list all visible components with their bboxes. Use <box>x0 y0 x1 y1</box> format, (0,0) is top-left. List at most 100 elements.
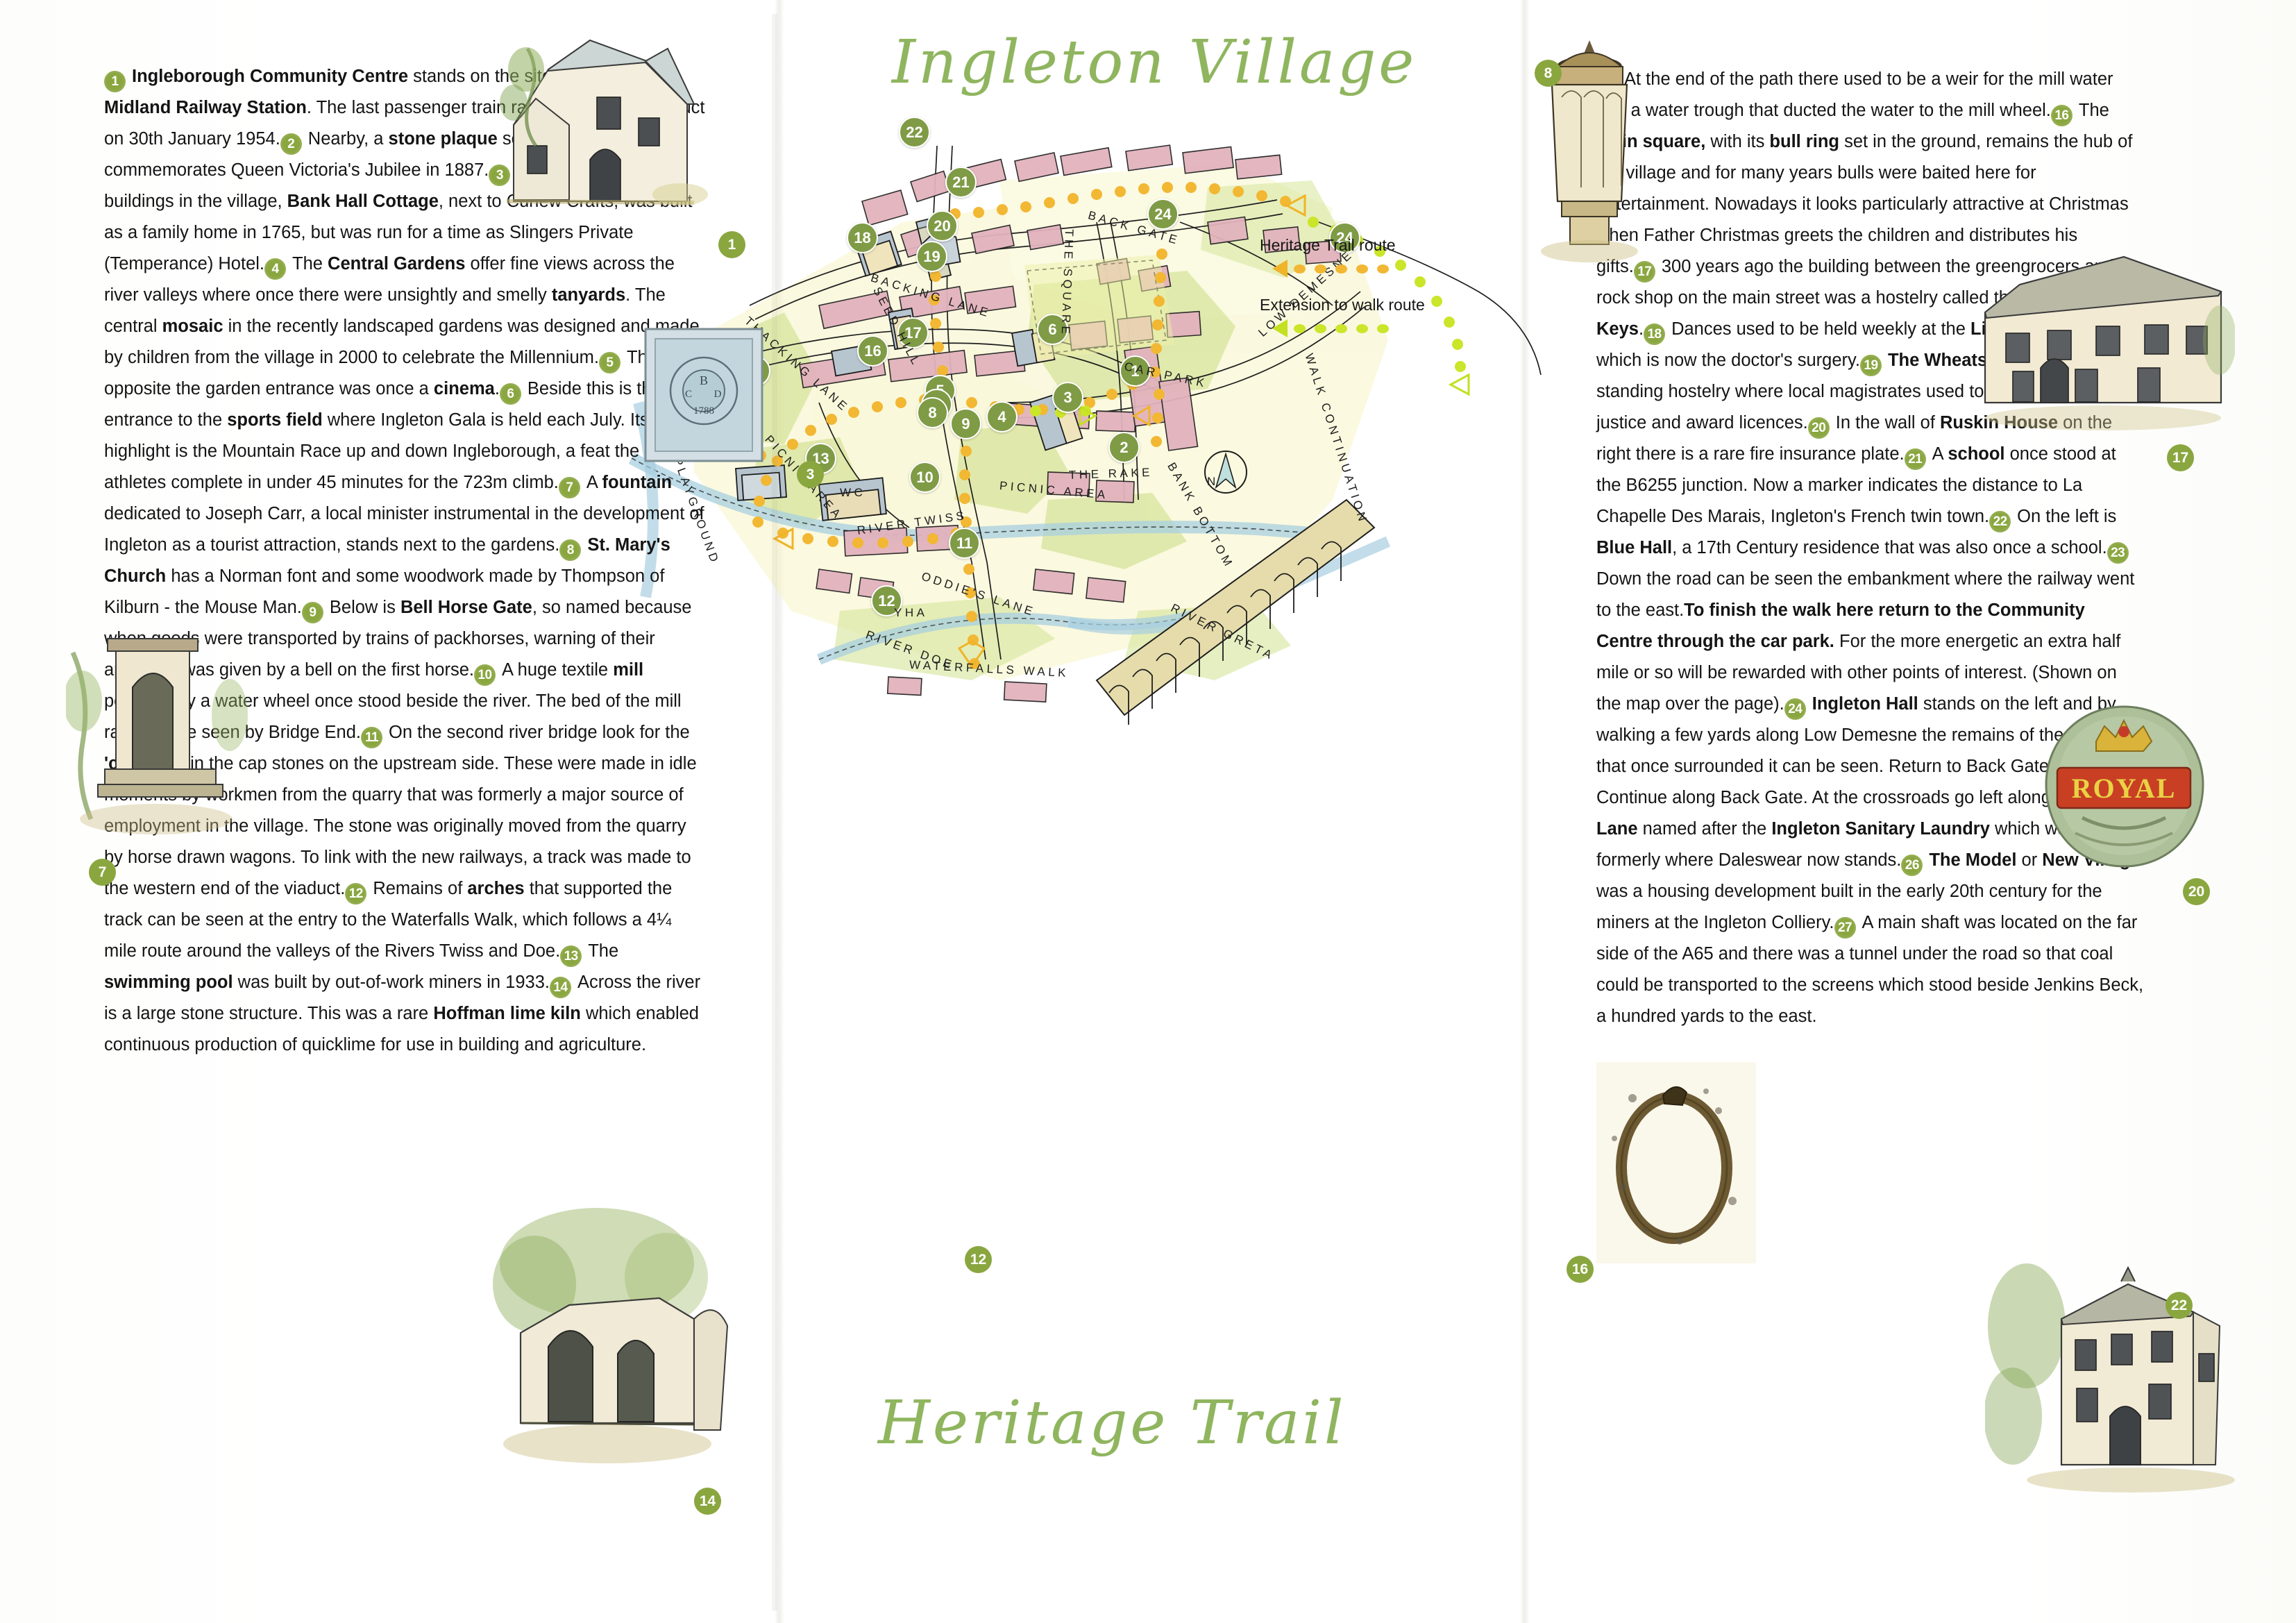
map-pin-11[interactable]: 11 <box>949 528 980 559</box>
svg-text:D: D <box>714 389 722 400</box>
map-pin-18[interactable]: 18 <box>847 222 878 253</box>
illustration-blue-hall <box>1985 1243 2235 1499</box>
legend-extension-label: Extension to walk route <box>1260 296 1425 314</box>
illustration-badge-20: 20 <box>2183 878 2210 905</box>
village-map: 22 21 20 18 19 24 24 17 16 6 15 14 13 5 … <box>611 14 1596 1611</box>
item-number-26: 26 <box>1901 855 1923 876</box>
item-number-3: 3 <box>489 165 511 186</box>
item-number-22: 22 <box>1989 511 2011 532</box>
right-text-column: 15At the end of the path there used to b… <box>1596 64 2145 1032</box>
arrow-icon <box>1272 260 1288 278</box>
item-number-12: 12 <box>345 883 367 905</box>
closing-note: To finish the walk here return to the Co… <box>1596 600 2121 714</box>
trail-title: Heritage Trail <box>878 1388 1347 1458</box>
item-number-6: 6 <box>499 383 521 405</box>
map-label: YHA <box>894 606 928 619</box>
item-number-1: 1 <box>104 71 126 92</box>
map-pin-17[interactable]: 17 <box>897 317 929 348</box>
item-number-24: 24 <box>1784 698 1806 720</box>
item-number-9: 9 <box>301 602 323 623</box>
item-number-21: 21 <box>1904 448 1926 470</box>
illustration-cross-keys <box>1971 229 2235 437</box>
map-pin-4[interactable]: 4 <box>986 401 1018 432</box>
map-pin-21[interactable]: 21 <box>945 167 977 198</box>
map-pin-24b[interactable]: 24 <box>1329 222 1360 253</box>
svg-text:B: B <box>700 373 708 387</box>
legend-heritage-swatch <box>1272 260 1482 278</box>
illustration-badge-3: 3 <box>797 461 824 488</box>
legend-heritage-label: Heritage Trail route <box>1260 236 1396 254</box>
item-number-23: 23 <box>2107 542 2129 564</box>
illustration-lime-kiln <box>486 1180 736 1472</box>
arrow-icon <box>1272 319 1288 337</box>
legend-extension-swatch <box>1272 319 1482 337</box>
map-label: N <box>1207 475 1219 488</box>
illustration-royal-plate: ROYAL <box>2034 701 2214 875</box>
illustration-bull-ring <box>1596 1062 1756 1263</box>
map-pin-12[interactable]: 12 <box>871 585 902 616</box>
illustration-badge-22: 22 <box>2166 1292 2193 1319</box>
illustration-badge-7: 7 <box>89 859 116 886</box>
map-pin-22[interactable]: 22 <box>899 117 930 148</box>
item-number-18: 18 <box>1644 323 1666 345</box>
svg-text:ROYAL: ROYAL <box>2072 773 2177 804</box>
item-number-20: 20 <box>1807 417 1830 439</box>
illustration-badge-17: 17 <box>2167 444 2194 471</box>
illustration-badge-12: 12 <box>965 1246 992 1273</box>
illustration-badge-14: 14 <box>694 1488 721 1515</box>
illustration-badge-8: 8 <box>1535 60 1562 87</box>
map-title: Ingleton Village <box>892 28 1417 97</box>
item-number-14: 14 <box>549 977 571 998</box>
map-pin-10[interactable]: 10 <box>909 462 940 493</box>
map-pin-3[interactable]: 3 <box>1052 382 1083 413</box>
map-label: WC <box>840 486 866 499</box>
illustration-badge-16: 16 <box>1567 1256 1594 1283</box>
trail-item-23: 23Down the road can be seen the embankme… <box>1596 538 2135 620</box>
paper-fold-right <box>1520 0 1530 1623</box>
illustration-fountain <box>66 611 253 840</box>
illustration-community-centre <box>486 21 715 229</box>
map-pin-24a[interactable]: 24 <box>1147 199 1179 230</box>
svg-text:1788: 1788 <box>693 405 714 417</box>
item-number-4: 4 <box>264 258 287 280</box>
trail-item-15: 15At the end of the path there used to b… <box>1596 69 2113 120</box>
item-number-16: 16 <box>2050 105 2073 126</box>
item-number-11: 11 <box>361 727 382 748</box>
map-pin-1[interactable]: 1 <box>1120 355 1151 387</box>
map-pin-19[interactable]: 19 <box>916 241 947 272</box>
map-legend: Heritage Trail route Extension to walk r… <box>1260 236 1482 355</box>
map-pin-6[interactable]: 6 <box>1037 314 1068 345</box>
illustration-church-font <box>1513 35 1673 271</box>
item-number-19: 19 <box>1859 355 1882 376</box>
map-label: THE RAKE <box>1068 465 1154 482</box>
item-number-13: 13 <box>560 945 582 967</box>
item-number-27: 27 <box>1834 917 1856 939</box>
item-number-5: 5 <box>598 352 621 373</box>
map-pin-16[interactable]: 16 <box>857 335 888 367</box>
item-number-10: 10 <box>473 664 496 686</box>
item-number-7: 7 <box>558 477 580 498</box>
svg-text:C: C <box>685 389 692 400</box>
item-number-17: 17 <box>1633 261 1655 283</box>
map-pin-8[interactable]: 8 <box>917 397 948 428</box>
map-pin-9[interactable]: 9 <box>950 408 981 439</box>
item-number-2: 2 <box>280 133 302 155</box>
map-pin-2[interactable]: 2 <box>1108 432 1140 463</box>
map-pin-20[interactable]: 20 <box>927 210 958 242</box>
